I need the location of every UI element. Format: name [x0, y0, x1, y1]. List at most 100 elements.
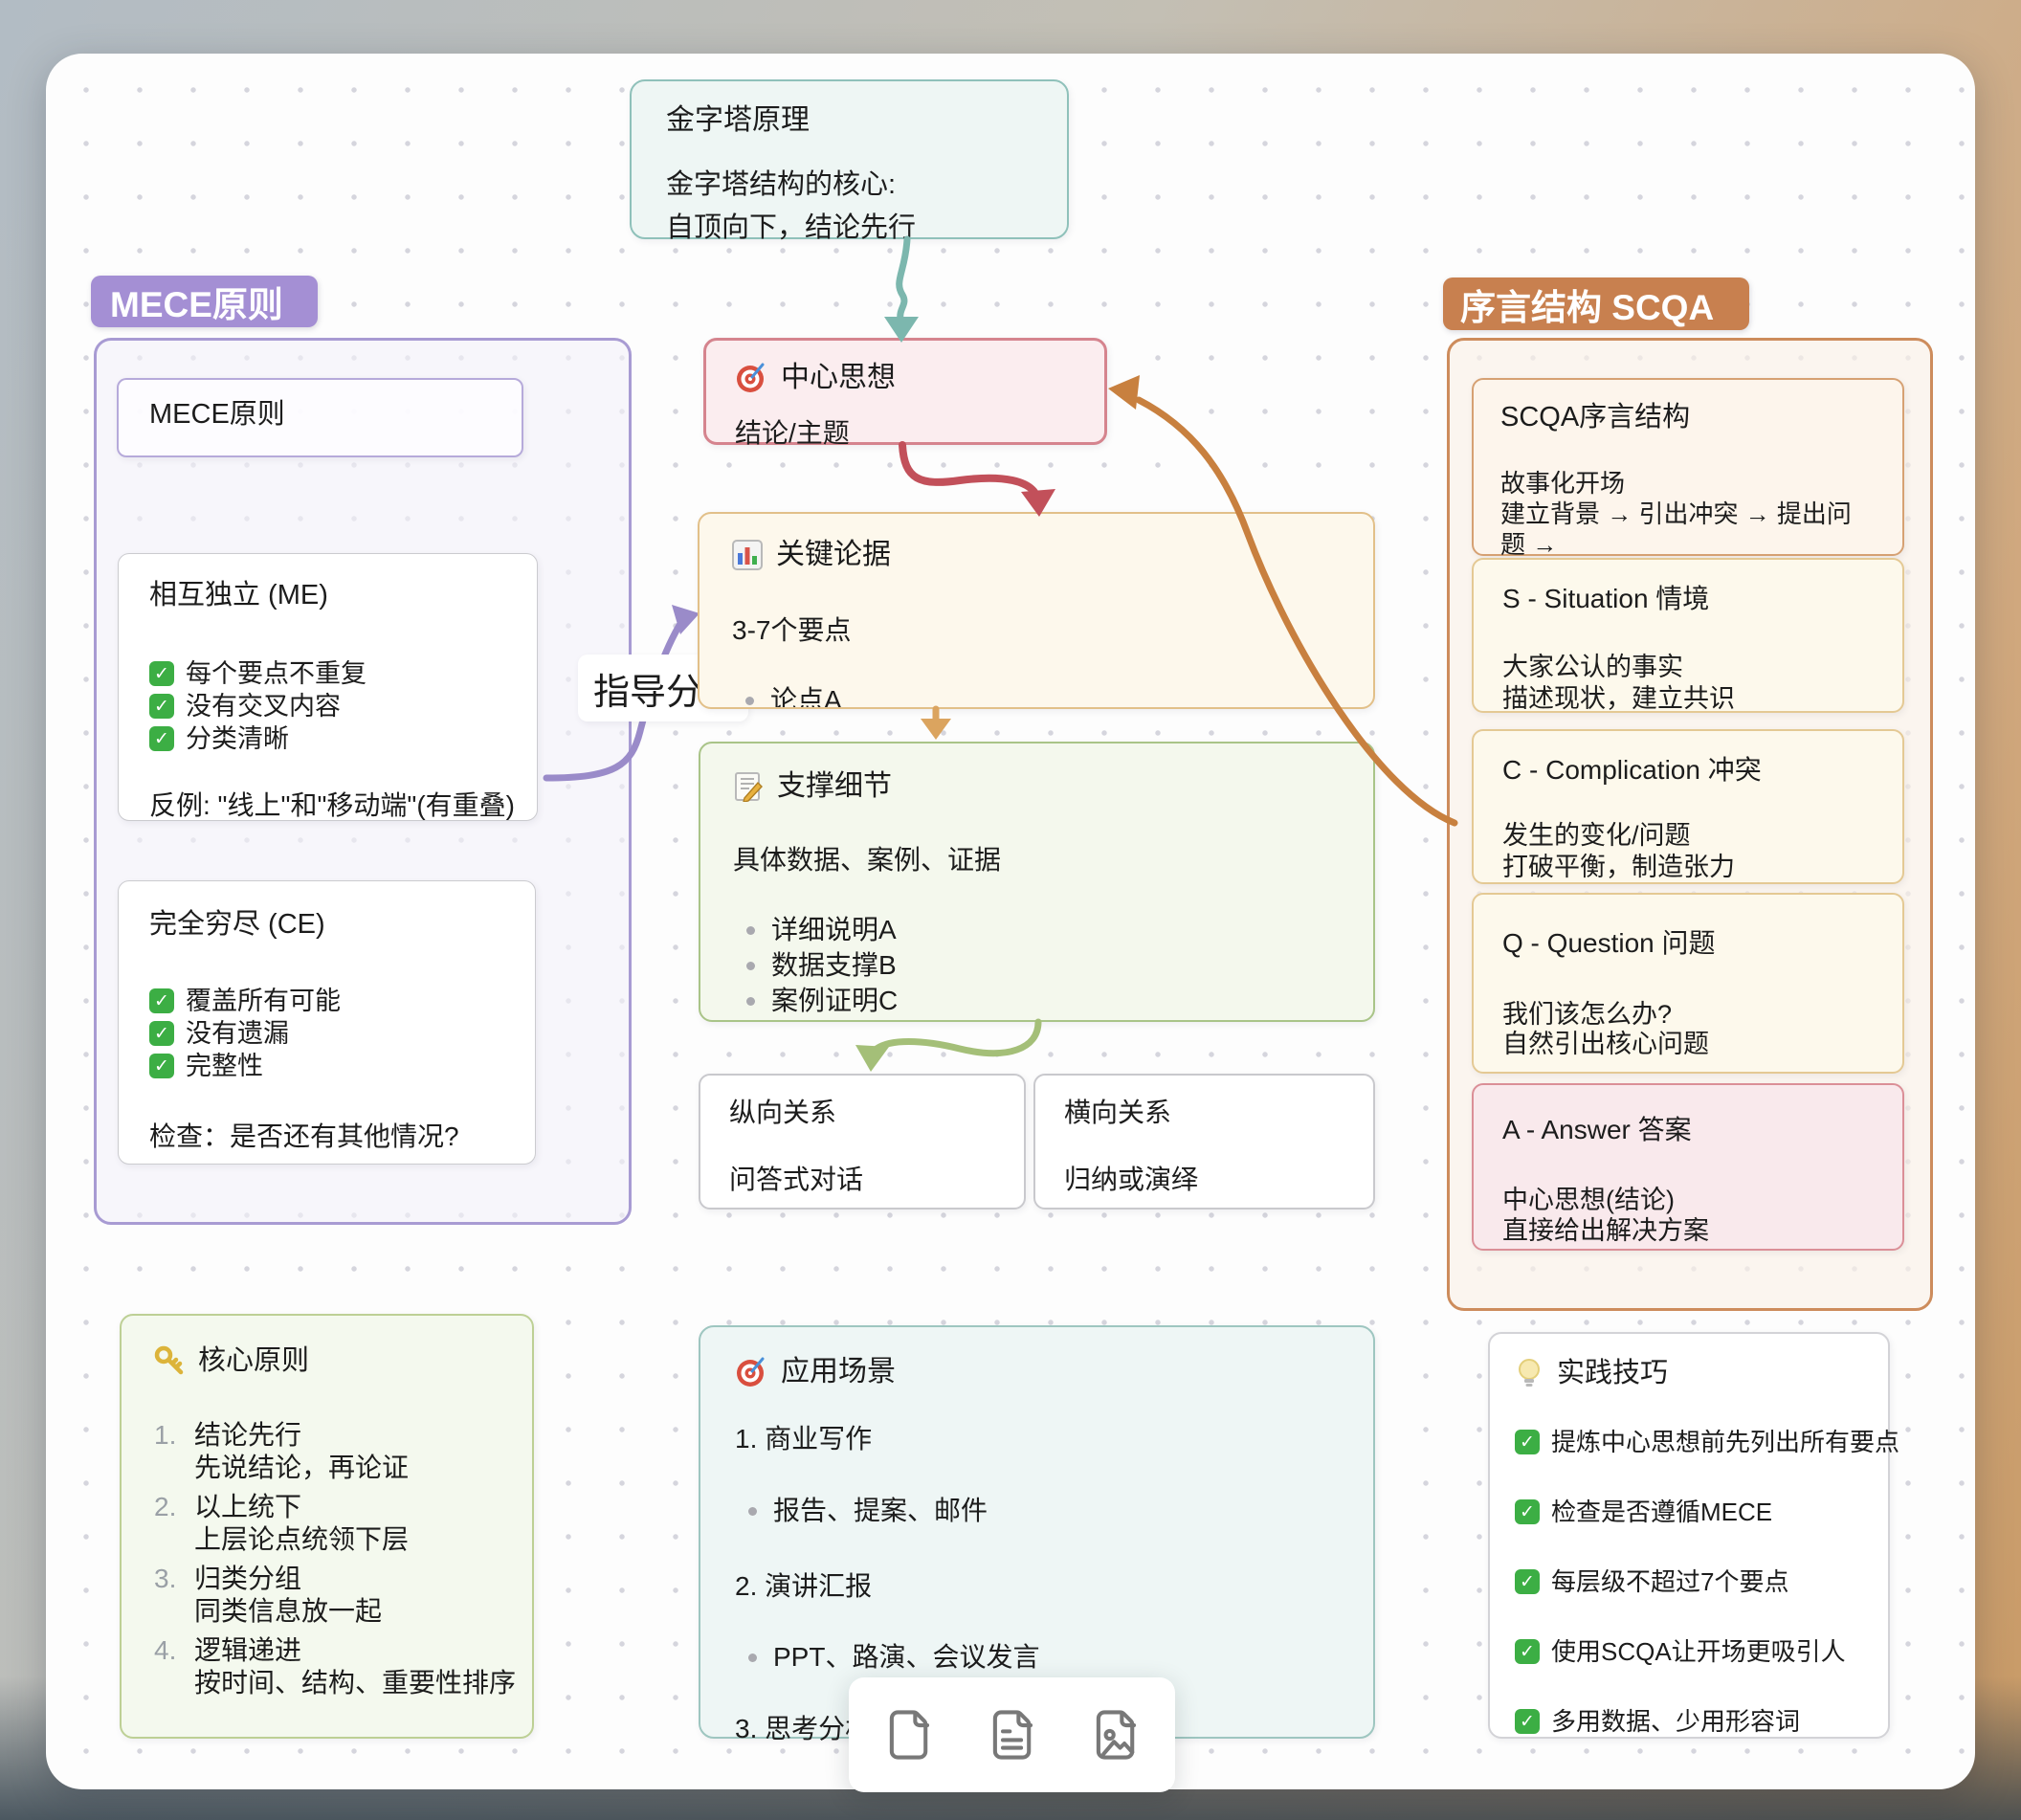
scqa-complication-title: C - Complication 冲突	[1502, 755, 1762, 785]
scqa-intro-title: SCQA序言结构	[1500, 402, 1691, 433]
mece-label-text: MECE原则	[149, 399, 285, 430]
mece-badge[interactable]: MECE原则	[91, 276, 318, 327]
scqa-question-node[interactable]: Q - Question 问题 我们该怎么办? 自然引出核心问题	[1472, 893, 1904, 1074]
scqa-answer-title: A - Answer 答案	[1502, 1115, 1692, 1144]
support-detail-item: 数据支撑B	[733, 949, 1341, 981]
key-argument-item: 论点A	[732, 684, 1341, 707]
horizontal-relation-title: 横向关系	[1064, 1098, 1172, 1127]
ce-note: 检查：是否还有其他情况?	[149, 1121, 459, 1151]
scqa-situation-node[interactable]: S - Situation 情境 大家公认的事实 描述现状，建立共识	[1472, 558, 1904, 713]
scqa-complication-line-2: 打破平衡，制造张力	[1502, 853, 1735, 881]
scqa-situation-title: S - Situation 情境	[1502, 584, 1710, 613]
mece-ce-node[interactable]: 完全穷尽 (CE) 覆盖所有可能 没有遗漏 完整性 检查：是否还有其他情况?	[118, 880, 536, 1165]
main-idea-node[interactable]: 中心思想 结论/主题	[703, 338, 1107, 448]
principle-item: 3.归类分组 同类信息放一起	[154, 1563, 500, 1628]
principle-number: 2.	[154, 1492, 177, 1521]
main-idea-body: 结论/主题	[735, 418, 850, 448]
principle-number: 3.	[154, 1564, 177, 1593]
new-file-button[interactable]	[878, 1704, 940, 1765]
horizontal-relation-body: 归纳或演绎	[1064, 1165, 1199, 1194]
scenario-head: 2. 演讲汇报	[735, 1571, 873, 1601]
principle-item: 2. 以上统下 上层论点统领下层	[154, 1491, 500, 1556]
check-icon	[1515, 1709, 1540, 1734]
bulb-icon	[1519, 1359, 1540, 1387]
practice-tips-title: 实践技巧	[1557, 1358, 1669, 1388]
me-check-1: 每个要点不重复	[186, 659, 366, 688]
vertical-relation-node[interactable]: 纵向关系 问答式对话	[699, 1074, 1026, 1210]
key-arguments-title: 关键论据	[776, 539, 891, 570]
scqa-answer-node[interactable]: A - Answer 答案 中心思想(结论) 直接给出解决方案	[1472, 1083, 1904, 1251]
scqa-situation-line-1: 大家公认的事实	[1502, 653, 1683, 681]
mece-me-node[interactable]: 相互独立 (ME) 每个要点不重复 没有交叉内容 分类清晰 反例: "线上"和"…	[118, 553, 538, 821]
check-icon	[149, 988, 174, 1013]
support-details-title: 支撑细节	[777, 770, 892, 802]
scqa-intro-line-1: 故事化开场	[1500, 469, 1626, 498]
image-button[interactable]	[1085, 1704, 1146, 1765]
principle-sub: 按时间、结构、重要性排序	[194, 1668, 517, 1698]
guide-label-text: 指导分	[593, 672, 703, 713]
whiteboard-canvas[interactable]: 指导分 金字塔原理 金字塔结构的核心: 自顶向下，结论先行 MECE原则 MEC…	[46, 54, 1975, 1792]
ce-check-3: 完整性	[186, 1052, 263, 1080]
principle-item: 4. 逻辑递进 按时间、结构、重要性排序	[154, 1634, 517, 1699]
support-details-body: 具体数据、案例、证据	[733, 845, 1002, 875]
target-icon	[737, 363, 765, 392]
key-arguments-node[interactable]: 关键论据 3-7个要点 论点A 论点B	[698, 512, 1375, 709]
ce-check-1: 覆盖所有可能	[186, 987, 341, 1015]
scqa-badge[interactable]: 序言结构 SCQA	[1443, 277, 1749, 330]
memo-icon	[735, 772, 763, 802]
ce-check-2: 没有遗漏	[186, 1019, 289, 1048]
support-details-node[interactable]: 支撑细节 具体数据、案例、证据 详细说明A 数据支撑B 案例证明C	[699, 742, 1375, 1022]
mece-label-node[interactable]: MECE原则	[117, 378, 523, 457]
horizontal-relation-node[interactable]: 横向关系 归纳或演绎	[1033, 1074, 1375, 1210]
core-principles-title: 核心原则	[198, 1345, 310, 1376]
principle-number: 4.	[154, 1635, 177, 1665]
document-button[interactable]	[982, 1704, 1043, 1765]
main-to-keyargs-arrow	[899, 441, 1055, 517]
check-icon	[149, 694, 174, 719]
scqa-question-title: Q - Question 问题	[1502, 928, 1716, 958]
check-icon	[1515, 1430, 1540, 1454]
scenario-sub: PPT、路演、会议发言	[735, 1641, 1339, 1673]
principle-sub: 同类信息放一起	[194, 1596, 383, 1626]
me-note: 反例: "线上"和"移动端"(有重叠)	[149, 790, 515, 820]
scenario-head: 1. 商业写作	[735, 1424, 873, 1454]
support-detail-item: 详细说明A	[733, 914, 1341, 945]
check-icon	[1515, 1639, 1540, 1664]
canvas-toolbar	[849, 1677, 1175, 1792]
principle-head: 逻辑递进	[194, 1635, 302, 1665]
file-icon	[889, 1710, 929, 1760]
scqa-situation-line-2: 描述现状，建立共识	[1502, 684, 1735, 713]
principle-number: 1.	[154, 1420, 177, 1450]
keyargs-to-support-arrow	[921, 705, 951, 740]
me-check-2: 没有交叉内容	[186, 692, 341, 721]
file-text-icon	[992, 1710, 1033, 1760]
file-image-icon	[1096, 1710, 1136, 1760]
target-icon	[737, 1357, 765, 1387]
principle-head: 以上统下	[194, 1492, 302, 1521]
scqa-complication-line-1: 发生的变化/问题	[1502, 821, 1691, 850]
support-detail-item: 案例证明C	[733, 985, 1341, 1016]
mece-badge-text: MECE原则	[110, 285, 283, 324]
support-to-vertical-arrow	[855, 1018, 1042, 1072]
pyramid-body-1: 金字塔结构的核心:	[666, 169, 897, 200]
practice-tips-node[interactable]: 实践技巧 提炼中心思想前先列出所有要点 检查是否遵循MECE 每层级不超过7个要…	[1488, 1332, 1899, 1739]
check-icon	[149, 1021, 174, 1046]
pyramid-title-node[interactable]: 金字塔原理 金字塔结构的核心: 自顶向下，结论先行	[630, 79, 1069, 243]
key-icon	[154, 1345, 184, 1375]
check-icon	[149, 1054, 174, 1078]
scqa-answer-line-2: 直接给出解决方案	[1502, 1216, 1709, 1245]
principle-sub: 上层论点统领下层	[194, 1524, 410, 1554]
principle-sub: 先说结论，再论证	[194, 1453, 410, 1482]
scqa-intro-node[interactable]: SCQA序言结构 故事化开场 建立背景 → 引出冲突 → 提出问题 → 给出答案	[1472, 378, 1904, 589]
scqa-question-line-2: 自然引出核心问题	[1502, 1030, 1709, 1058]
scenario-sub: 报告、提案、邮件	[735, 1495, 1339, 1526]
vertical-relation-body: 问答式对话	[729, 1165, 864, 1194]
tip-item: 多用数据、少用形容词	[1551, 1707, 1801, 1736]
scenarios-title: 应用场景	[781, 1356, 896, 1387]
core-principles-node[interactable]: 核心原则 1.结论先行 先说结论，再论证 2.以上统下 上层论点统领下层 3.归…	[120, 1314, 534, 1739]
check-icon	[1515, 1569, 1540, 1594]
scqa-answer-line-1: 中心思想(结论)	[1502, 1186, 1675, 1214]
scqa-badge-text: 序言结构 SCQA	[1460, 287, 1715, 327]
scqa-complication-node[interactable]: C - Complication 冲突 发生的变化/问题 打破平衡，制造张力	[1472, 729, 1904, 884]
